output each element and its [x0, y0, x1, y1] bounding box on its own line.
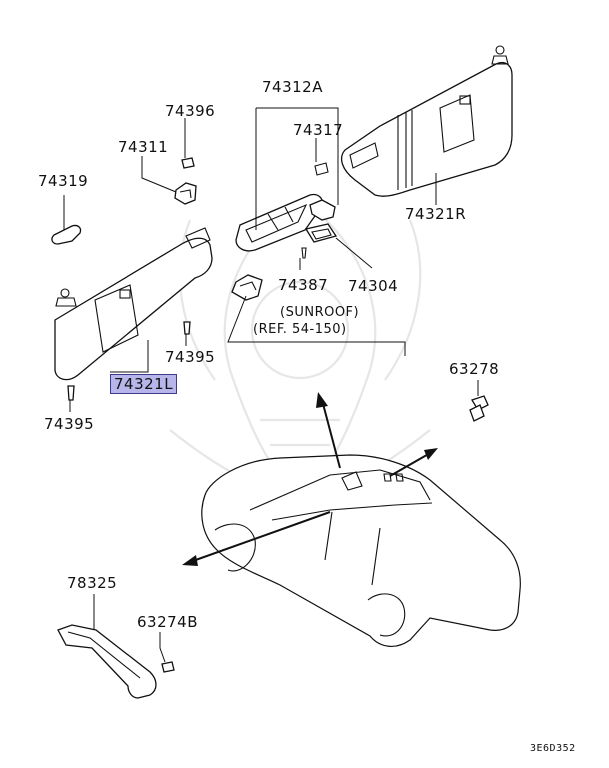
label-74312a: 74312A — [262, 78, 323, 96]
screw-left-upper — [183, 321, 191, 335]
label-78325: 78325 — [67, 574, 118, 592]
label-74395-upper: 74395 — [165, 348, 216, 366]
visor-holder — [174, 157, 197, 205]
screw-left-lower — [67, 385, 75, 401]
label-74395-lower: 74395 — [44, 415, 95, 433]
diagram-code: 3E6D352 — [530, 743, 576, 754]
label-74396: 74396 — [165, 102, 216, 120]
label-74321r: 74321R — [405, 205, 467, 223]
sun-visor-right — [341, 45, 513, 197]
label-sunroof: (SUNROOF) — [280, 305, 360, 320]
label-63278: 63278 — [449, 360, 500, 378]
leader-lines — [63, 107, 479, 663]
sunvisor-holder — [51, 224, 82, 245]
clip-right — [469, 395, 489, 422]
sun-visor-left — [54, 227, 213, 381]
label-74321l[interactable]: 74321L — [110, 374, 178, 394]
label-63274b: 63274B — [137, 613, 199, 631]
car-outline — [201, 454, 521, 647]
assist-grip — [57, 624, 175, 699]
rear-view-mirror — [235, 162, 338, 259]
label-74304: 74304 — [348, 277, 399, 295]
label-74317: 74317 — [293, 121, 344, 139]
label-74311: 74311 — [118, 138, 169, 156]
label-74319: 74319 — [38, 172, 89, 190]
direction-arrows — [182, 392, 438, 566]
sunroof-bracket — [231, 274, 263, 301]
label-sunroof-ref: (REF. 54-150) — [253, 322, 347, 337]
label-74387: 74387 — [278, 276, 329, 294]
